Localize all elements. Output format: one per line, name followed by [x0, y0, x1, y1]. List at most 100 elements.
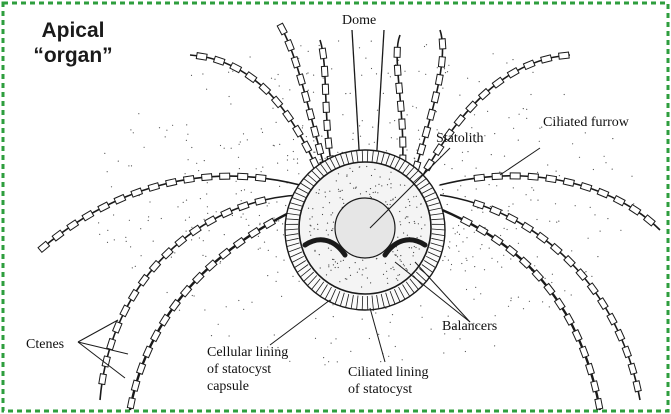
ctene-plate	[285, 40, 294, 52]
stipple-dot	[465, 351, 466, 352]
stipple-dot	[148, 220, 149, 221]
capsule-dot	[340, 261, 341, 262]
stipple-dot	[174, 252, 175, 253]
ctene-plate	[245, 72, 257, 83]
stipple-dot	[130, 129, 131, 130]
statolith	[335, 198, 395, 258]
stipple-dot	[447, 204, 448, 205]
stipple-dot	[185, 173, 186, 174]
stipple-dot	[306, 73, 307, 74]
capsule-dot	[407, 235, 408, 236]
stipple-dot	[276, 281, 277, 282]
ctene-plate	[131, 380, 139, 391]
stipple-dot	[287, 159, 288, 160]
cilia-tick	[362, 296, 363, 310]
stipple-dot	[313, 140, 314, 141]
stipple-dot	[394, 120, 395, 121]
stipple-dot	[593, 169, 594, 170]
stipple-dot	[251, 192, 252, 193]
stipple-dot	[419, 139, 420, 140]
stipple-dot	[455, 233, 456, 234]
capsule-dot	[387, 278, 388, 279]
stipple-dot	[282, 223, 283, 224]
ctene-plate	[435, 74, 443, 85]
stipple-dot	[506, 62, 507, 63]
capsule-dot	[414, 221, 415, 222]
stipple-dot	[500, 235, 501, 236]
stipple-dot	[495, 315, 496, 316]
stipple-dot	[321, 136, 322, 137]
stipple-dot	[300, 45, 301, 46]
ctene-plate	[490, 206, 502, 215]
stipple-dot	[484, 269, 485, 270]
ctene-plate	[67, 220, 79, 231]
stipple-dot	[107, 242, 108, 243]
stipple-dot	[442, 88, 443, 89]
stipple-dot	[246, 219, 247, 220]
stipple-dot	[579, 157, 580, 158]
stipple-dot	[141, 255, 142, 256]
capsule-dot	[332, 259, 333, 260]
capsule-dot	[312, 216, 313, 217]
ctene-plate	[120, 305, 130, 317]
capsule-dot	[345, 278, 346, 279]
capsule-dot	[314, 250, 315, 251]
capsule-dot	[397, 275, 398, 276]
ctene-plate	[114, 195, 126, 205]
ctene-plate	[324, 120, 331, 130]
stipple-dot	[474, 266, 475, 267]
stipple-dot	[279, 85, 280, 86]
label-ciliated-lining: Ciliated lining of statocyst	[348, 364, 429, 398]
stipple-dot	[536, 219, 537, 220]
ctene-plate	[572, 330, 582, 342]
capsule-dot	[338, 189, 339, 190]
stipple-dot	[555, 203, 556, 204]
capsule-dot	[319, 254, 320, 255]
stipple-dot	[194, 295, 195, 296]
capsule-dot	[338, 267, 339, 268]
stipple-dot	[467, 151, 468, 152]
capsule-dot	[377, 192, 378, 193]
capsule-dot	[359, 167, 360, 168]
stipple-dot	[153, 241, 154, 242]
capsule-dot	[367, 277, 368, 278]
stipple-dot	[386, 150, 387, 151]
ctene-plate	[159, 314, 169, 326]
capsule-dot	[350, 183, 351, 184]
stipple-dot	[508, 306, 509, 307]
stipple-dot	[512, 203, 513, 204]
capsule-dot	[335, 261, 336, 262]
capsule-dot	[332, 230, 333, 231]
capsule-dot	[329, 191, 330, 192]
stipple-dot	[149, 201, 150, 202]
stipple-dot	[600, 231, 601, 232]
stipple-dot	[331, 343, 332, 344]
stipple-dot	[191, 239, 192, 240]
stipple-dot	[285, 205, 286, 206]
stipple-dot	[442, 189, 443, 190]
capsule-dot	[419, 248, 420, 249]
capsule-dot	[385, 263, 386, 264]
stipple-dot	[107, 171, 108, 172]
capsule-dot	[308, 208, 309, 209]
stipple-dot	[118, 161, 119, 162]
stipple-dot	[159, 127, 160, 128]
stipple-dot	[590, 207, 591, 208]
stipple-dot	[526, 118, 527, 119]
capsule-dot	[406, 216, 407, 217]
stipple-dot	[352, 139, 353, 140]
ctene-plate	[113, 322, 122, 334]
stipple-dot	[289, 361, 290, 362]
stipple-dot	[114, 239, 115, 240]
ctene-plate	[506, 214, 518, 224]
stipple-dot	[238, 157, 239, 158]
stipple-dot	[389, 122, 390, 123]
stipple-dot	[281, 296, 282, 297]
stipple-dot	[507, 229, 508, 230]
stipple-dot	[264, 242, 265, 243]
ctene-plate	[323, 102, 329, 112]
stipple-dot	[307, 72, 308, 73]
capsule-dot	[323, 207, 324, 208]
stipple-dot	[308, 51, 309, 52]
stipple-dot	[229, 96, 230, 97]
